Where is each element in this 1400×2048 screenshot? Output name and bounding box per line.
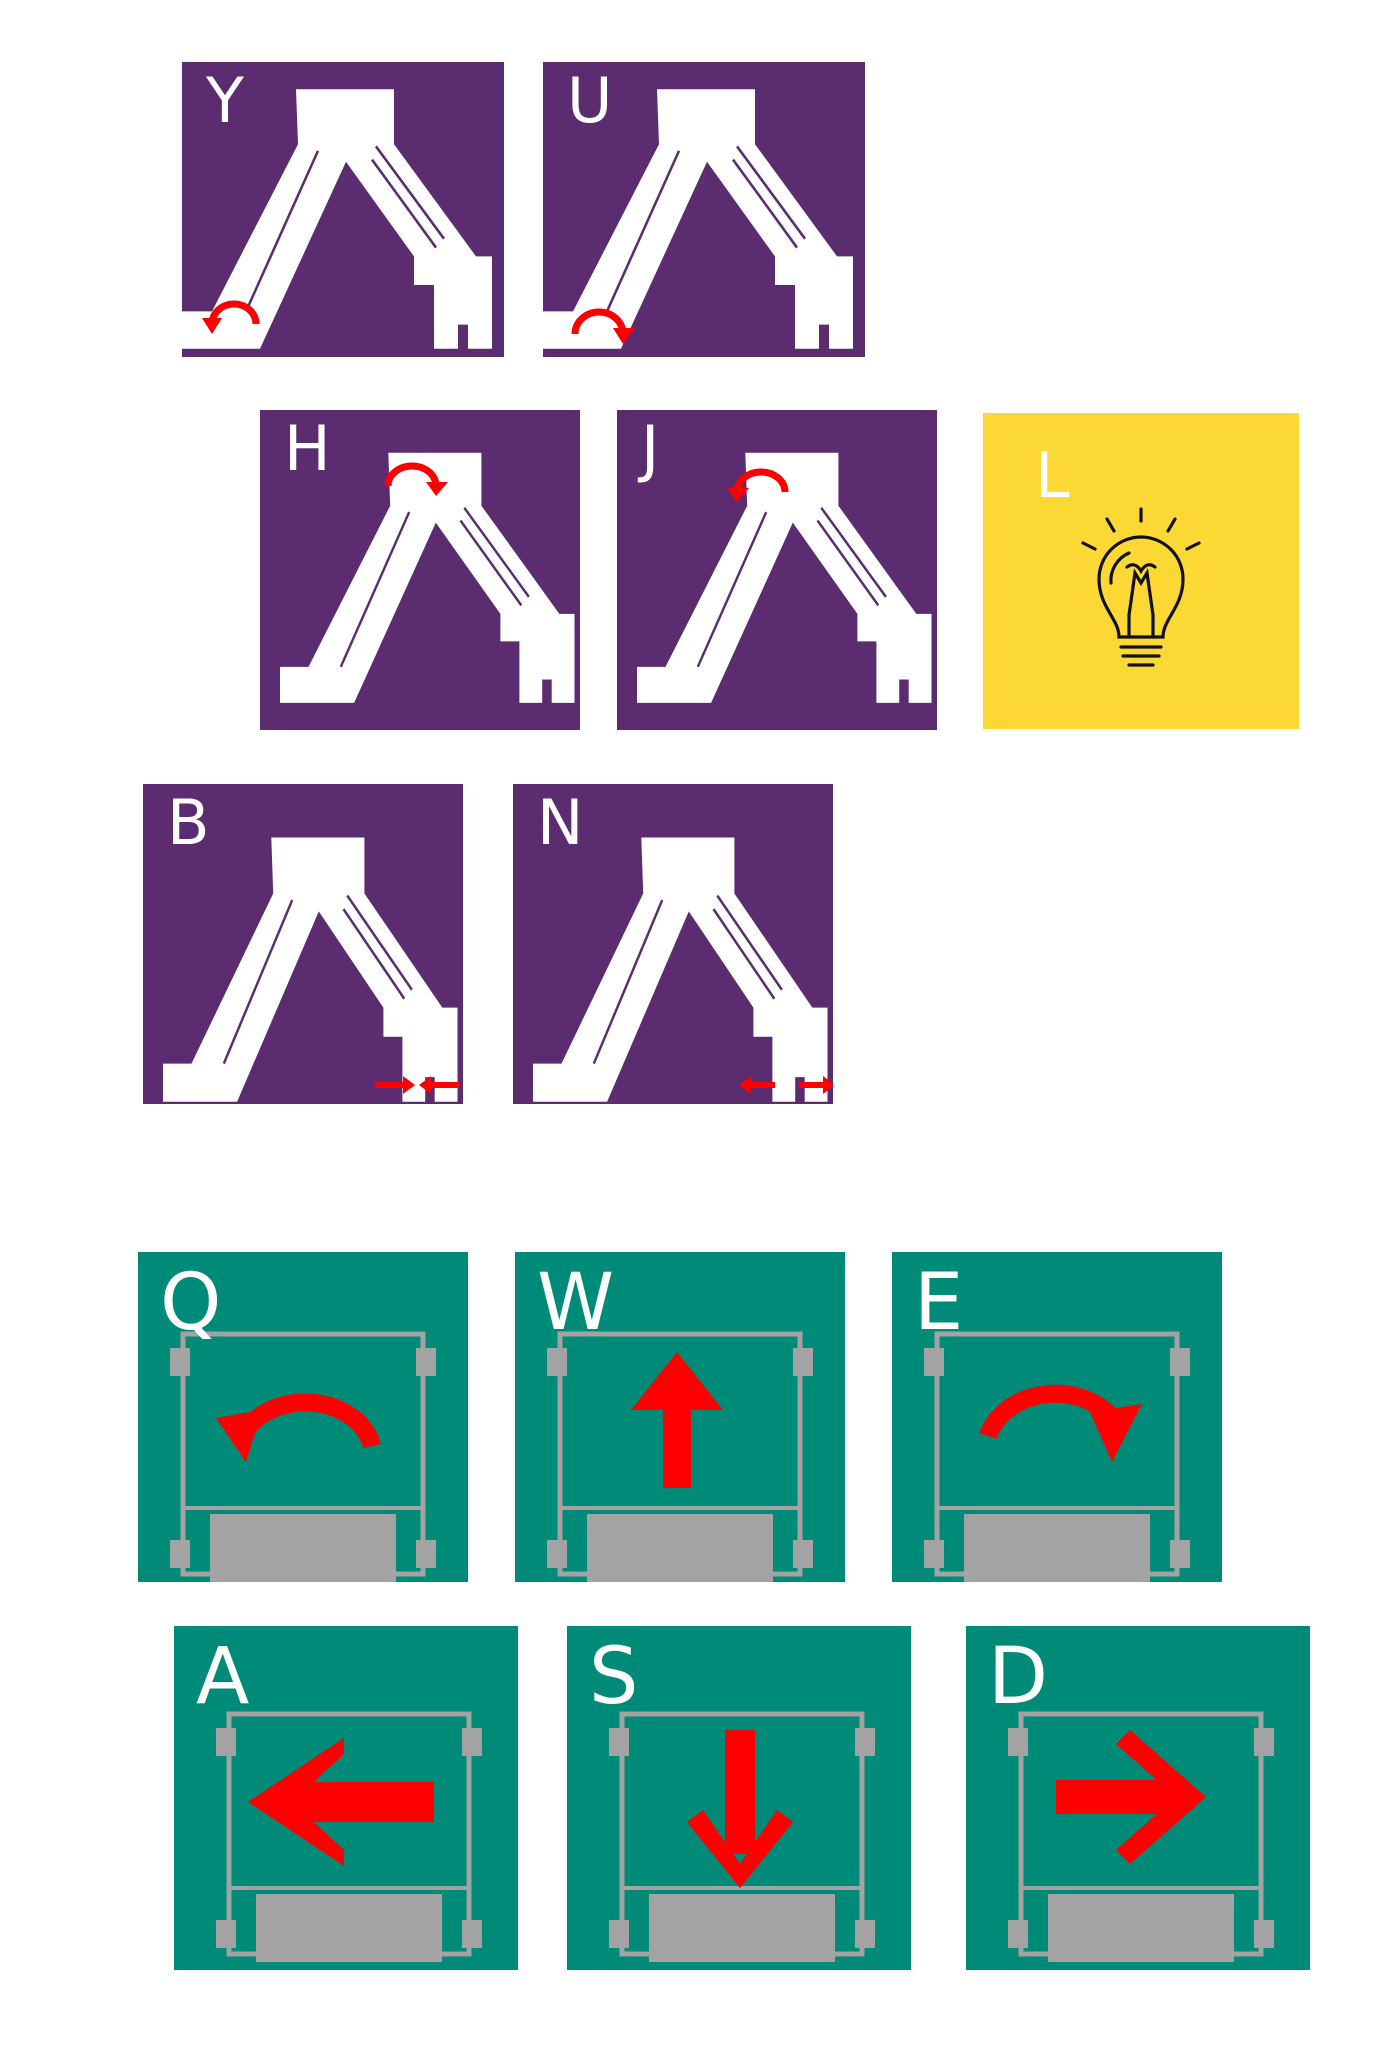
key-w[interactable]: W <box>515 1252 845 1582</box>
arrow-down-icon <box>567 1626 911 1970</box>
arrow-right-icon <box>966 1626 1310 1970</box>
key-n[interactable]: N <box>513 784 833 1104</box>
key-e[interactable]: E <box>892 1252 1222 1582</box>
key-h[interactable]: H <box>260 410 580 730</box>
key-b[interactable]: B <box>143 784 463 1104</box>
key-q[interactable]: Q <box>138 1252 468 1582</box>
light-bulb-icon <box>1081 507 1201 667</box>
arrow-up-icon <box>515 1252 845 1582</box>
key-u[interactable]: U <box>543 62 865 357</box>
rotate-left-icon <box>138 1252 468 1582</box>
gripper-open-icon <box>531 836 833 1104</box>
arm-base-rotate-counterclockwise-icon <box>182 87 494 351</box>
arm-base-rotate-clockwise-icon <box>543 87 855 351</box>
arm-shoulder-rotate-clockwise-icon <box>278 451 576 705</box>
arrow-left-icon <box>174 1626 518 1970</box>
rotate-right-icon <box>892 1252 1222 1582</box>
key-d[interactable]: D <box>966 1626 1310 1970</box>
key-a[interactable]: A <box>174 1626 518 1970</box>
key-l[interactable]: L <box>983 413 1299 729</box>
key-s[interactable]: S <box>567 1626 911 1970</box>
key-y[interactable]: Y <box>182 62 504 357</box>
key-j[interactable]: J <box>617 410 937 730</box>
gripper-close-icon <box>161 836 459 1104</box>
arm-shoulder-rotate-counterclockwise-icon <box>635 451 933 705</box>
